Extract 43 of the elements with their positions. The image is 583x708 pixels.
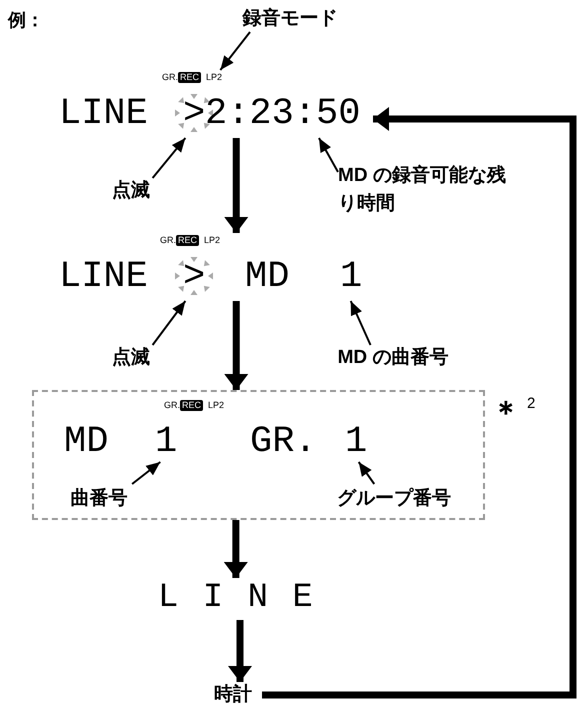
- display-text: 1: [340, 257, 362, 297]
- flow-arrow: [262, 106, 576, 698]
- leader-arrow: [350, 300, 372, 346]
- mode-indicator-text: GR.: [159, 235, 178, 246]
- display-text: 2:23:50: [205, 94, 360, 134]
- example-label: 例：: [8, 9, 44, 32]
- flow-arrow: [224, 520, 248, 578]
- display-text: GR.: [250, 422, 317, 462]
- flow-arrow: [224, 301, 248, 390]
- callout-text: 点滅: [104, 345, 158, 371]
- leader-arrow: [152, 300, 186, 346]
- mode-indicator-text: LP2: [207, 400, 226, 411]
- leader-arrow: [131, 461, 161, 485]
- display-text: LINE: [59, 94, 148, 134]
- callout-text: 録音モード: [240, 6, 340, 32]
- display-text: >: [183, 257, 206, 297]
- callout-text: 時計: [204, 682, 262, 708]
- footnote-mark: ＊$^{2}$: [491, 394, 536, 431]
- rec-indicator: REC: [178, 72, 202, 83]
- rec-indicator: REC: [176, 235, 200, 246]
- leader-arrow: [358, 461, 376, 485]
- display-text: >: [183, 94, 206, 134]
- mode-indicator-text: GR.: [163, 400, 182, 411]
- flow-arrow: [228, 620, 252, 682]
- mode-indicator-text: LP2: [203, 235, 222, 246]
- callout-text: 点滅: [104, 178, 158, 204]
- rec-indicator: REC: [180, 400, 204, 411]
- callout-text: グループ番号: [320, 486, 468, 512]
- callout-text: 曲番号: [60, 486, 138, 512]
- display-text: 1: [155, 422, 178, 462]
- display-text: LINE: [59, 257, 148, 297]
- flow-arrow: [224, 138, 248, 233]
- display-text: L I N E: [158, 578, 315, 618]
- leader-arrow: [220, 31, 251, 71]
- display-text: MD: [64, 422, 108, 462]
- mode-indicator-text: GR.: [161, 72, 180, 83]
- display-text: 1: [345, 422, 368, 462]
- mode-indicator-text: LP2: [205, 72, 224, 83]
- callout-text: MD の曲番号: [318, 345, 468, 371]
- callout-text: MD の録音可能な残り時間: [338, 160, 520, 220]
- leader-arrow: [152, 137, 186, 179]
- leader-arrow: [318, 138, 339, 172]
- display-text: MD: [245, 257, 290, 297]
